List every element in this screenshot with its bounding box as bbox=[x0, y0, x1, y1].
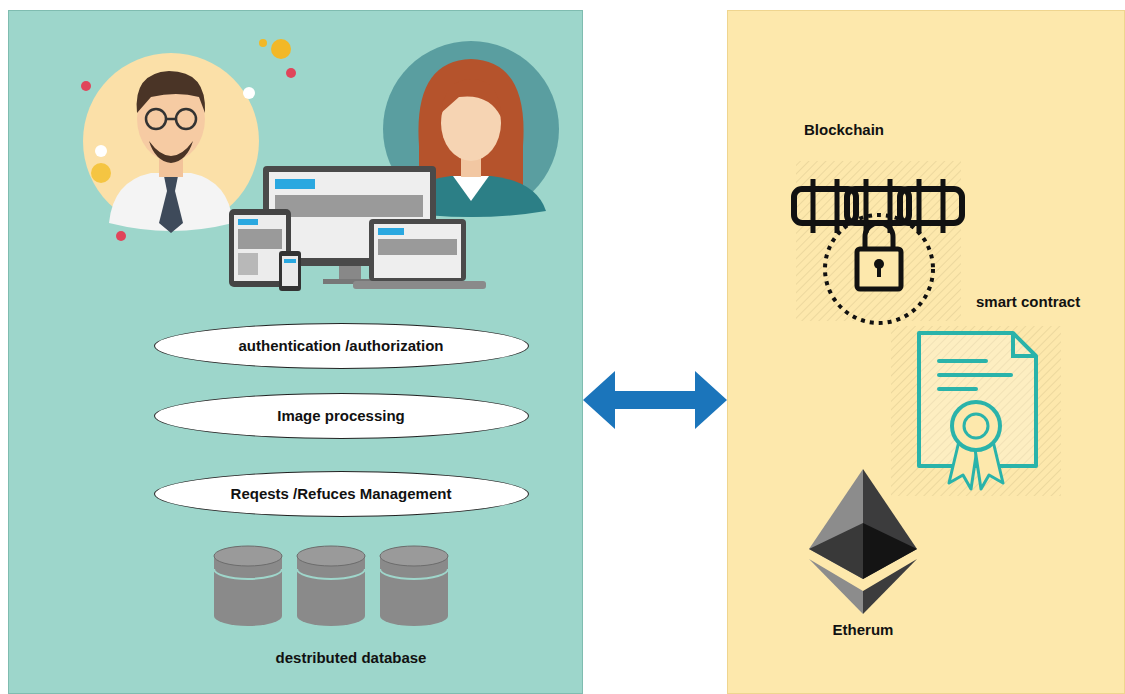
service-label: Reqests /Refuces Management bbox=[231, 485, 452, 503]
service-label: Image processing bbox=[277, 407, 405, 425]
service-label: authentication /authorization bbox=[239, 337, 444, 355]
service-ellipse: authentication /authorization bbox=[154, 323, 529, 369]
blockchain-panel: Blockchain smart contractEtherum bbox=[727, 10, 1125, 694]
service-ellipse: Image processing bbox=[154, 393, 529, 439]
service-ellipse: Reqests /Refuces Management bbox=[154, 471, 529, 517]
panel-label: Etherum bbox=[803, 621, 923, 639]
panel-label: smart contract bbox=[976, 293, 1116, 311]
panel-label: destributed database bbox=[271, 649, 431, 667]
panel-label: Blockchain bbox=[804, 121, 924, 139]
app-panel: destributed database authentication /auth… bbox=[8, 10, 583, 694]
double-arrow bbox=[583, 371, 727, 429]
